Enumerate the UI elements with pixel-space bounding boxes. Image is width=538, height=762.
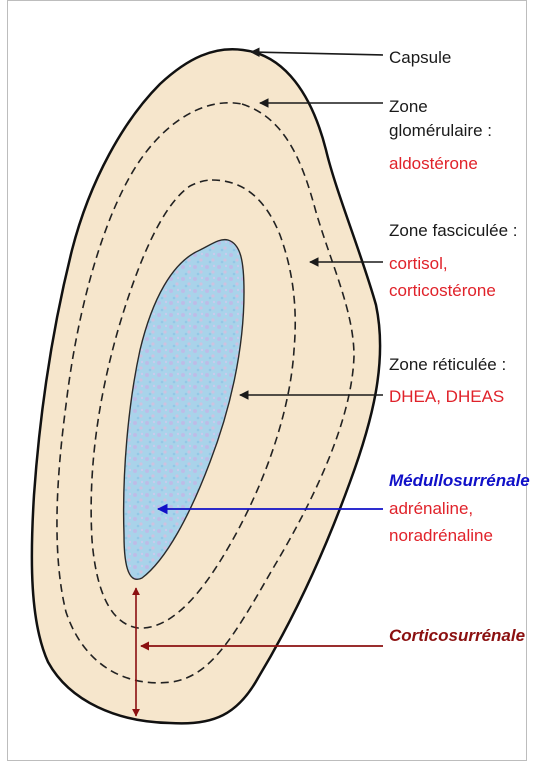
reticulee-hormone: DHEA, DHEAS bbox=[389, 385, 504, 408]
capsule-label: Capsule bbox=[389, 46, 451, 69]
medulla-hormone-line2: noradrénaline bbox=[389, 524, 493, 547]
cortex-title: Corticosurrénale bbox=[389, 624, 525, 647]
reticulee-title: Zone réticulée : bbox=[389, 353, 506, 376]
medulla-hormone-line1: adrénaline, bbox=[389, 497, 473, 520]
medulla-title: Médullosurrénale bbox=[389, 469, 530, 492]
glomerulee-hormone: aldostérone bbox=[389, 152, 478, 175]
fasciculee-title: Zone fasciculée : bbox=[389, 219, 518, 242]
fasciculee-hormone-line1: cortisol, bbox=[389, 252, 448, 275]
capsule-arrow bbox=[251, 52, 383, 55]
glomerulee-title-line2: glomérulaire : bbox=[389, 119, 492, 142]
glomerulee-title-line1: Zone bbox=[389, 95, 428, 118]
fasciculee-hormone-line2: corticostérone bbox=[389, 279, 496, 302]
